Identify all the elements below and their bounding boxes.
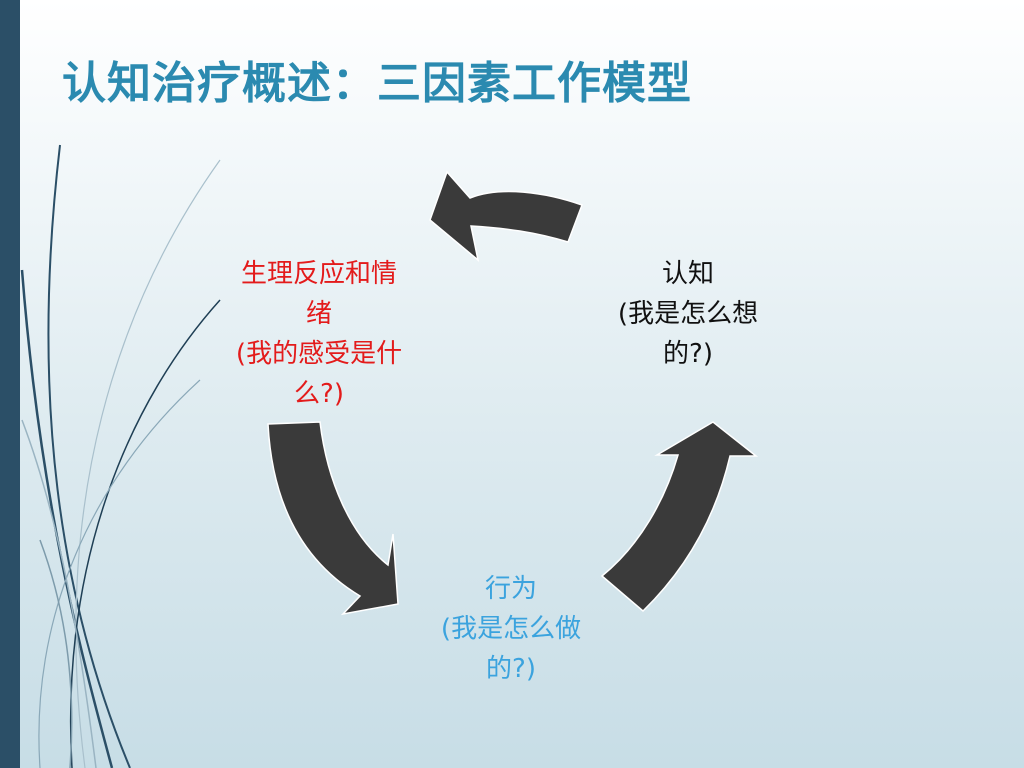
arrow-behavior-to-cognition	[600, 421, 759, 613]
cognition-node: 认知 (我是怎么想 的?)	[586, 254, 790, 374]
arrow-cognition-to-physiology	[429, 170, 583, 262]
physiology-line-1: 生理反应和情	[240, 259, 397, 289]
behavior-line-3: 的?)	[486, 654, 536, 684]
physiology-line-2: 绪	[305, 299, 332, 329]
cognition-line-2: (我是怎么想	[617, 299, 759, 329]
physiology-line-4: 么?)	[294, 379, 344, 409]
cognition-line-1: 认知	[661, 259, 714, 289]
slide-title: 认知治疗概述：三因素工作模型	[62, 58, 692, 109]
behavior-line-2: (我是怎么做	[440, 614, 582, 644]
left-accent-bar	[0, 0, 20, 768]
decorative-curves	[20, 144, 221, 768]
physiology-emotion-node: 生理反应和情 绪 (我的感受是什 么?)	[212, 254, 426, 414]
behavior-node: 行为 (我是怎么做 的?)	[414, 569, 608, 689]
arrow-physiology-to-behavior	[267, 421, 399, 616]
behavior-line-1: 行为	[484, 574, 537, 604]
physiology-line-3: (我的感受是什	[235, 339, 403, 369]
cognition-line-3: 的?)	[663, 339, 713, 369]
